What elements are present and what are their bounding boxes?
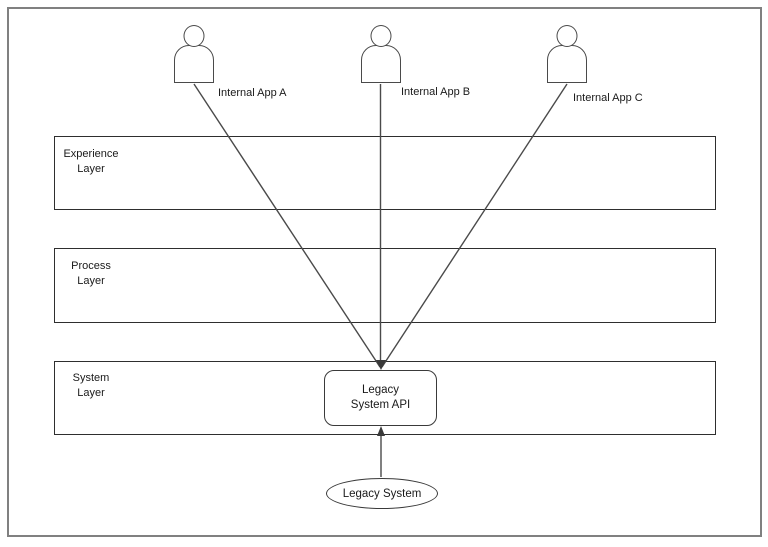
arrowhead-down-icon xyxy=(376,360,386,370)
actor-internal-app-a xyxy=(173,25,214,84)
experience-layer-label: Experience Layer xyxy=(56,147,126,177)
experience-layer-label-line2: Layer xyxy=(77,163,105,175)
legacy-system-ellipse: Legacy System xyxy=(326,478,438,509)
process-layer-box xyxy=(54,248,716,323)
actor-internal-app-c xyxy=(546,25,587,84)
legacy-system-label: Legacy System xyxy=(342,487,422,500)
actor-label-internal-app-a: Internal App A xyxy=(218,87,287,99)
person-head-icon xyxy=(183,25,204,47)
system-layer-label: System Layer xyxy=(56,371,126,401)
person-body-icon xyxy=(173,45,214,83)
connector-app-c xyxy=(381,83,568,368)
process-layer-label-line1: Process xyxy=(71,260,111,272)
outer-frame xyxy=(7,7,762,537)
person-head-icon xyxy=(556,25,577,47)
person-body-icon xyxy=(360,45,401,83)
person-body-icon xyxy=(546,45,587,83)
legacy-system-api-line1: Legacy xyxy=(361,384,400,396)
arrowhead-up-icon xyxy=(377,426,385,436)
process-layer-label: Process Layer xyxy=(56,259,126,289)
person-head-icon xyxy=(370,25,391,47)
process-layer-label-line2: Layer xyxy=(77,275,105,287)
experience-layer-label-line1: Experience xyxy=(63,148,119,160)
actor-internal-app-b xyxy=(360,25,401,84)
system-layer-label-line2: Layer xyxy=(77,387,105,399)
legacy-system-api-box: Legacy System API xyxy=(324,370,437,426)
actor-label-internal-app-c: Internal App C xyxy=(573,92,643,104)
connector-app-a xyxy=(193,83,381,368)
system-layer-label-line1: System xyxy=(72,372,110,384)
actor-label-internal-app-b: Internal App B xyxy=(401,86,471,98)
experience-layer-box xyxy=(54,136,716,210)
legacy-system-api-line2: System API xyxy=(350,399,411,411)
